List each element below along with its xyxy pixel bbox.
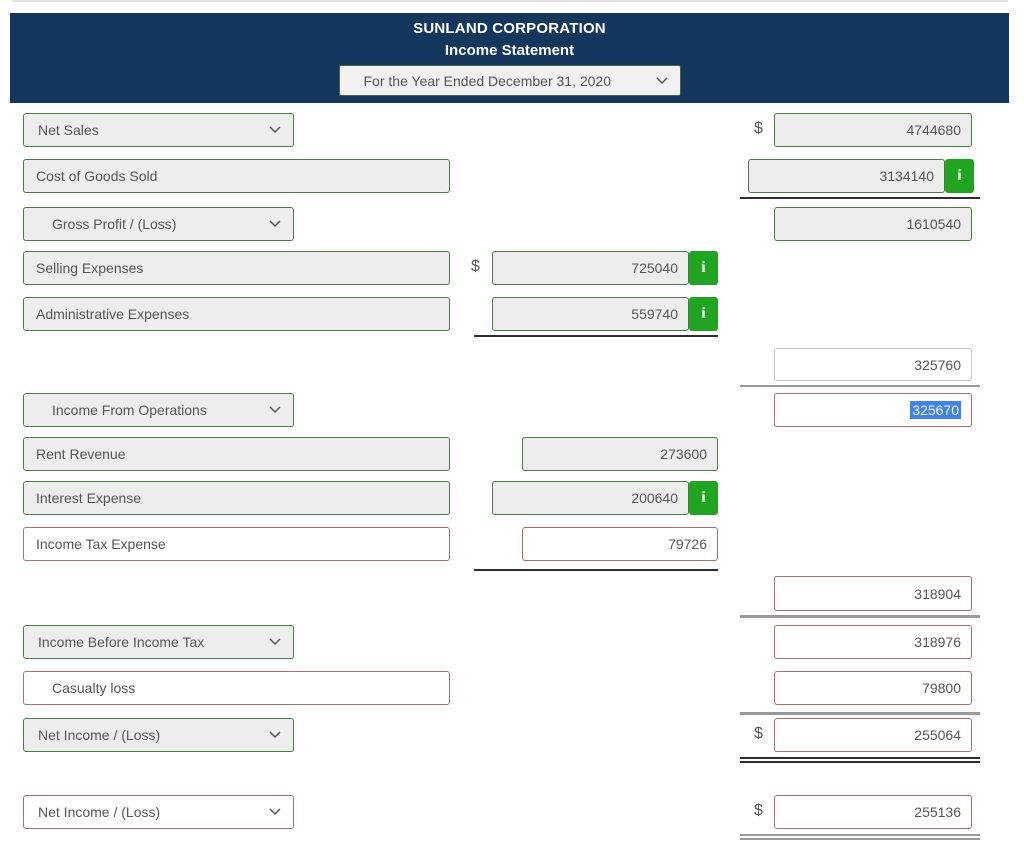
info-icon: i — [701, 489, 706, 506]
income-from-operations-select[interactable]: Income From Operations — [23, 393, 294, 427]
double-rule-top — [740, 757, 980, 759]
income-from-operations-amount-input[interactable]: 325670 — [774, 393, 972, 427]
total-operating-expenses-amount-input[interactable] — [774, 348, 972, 381]
statement-title: Income Statement — [444, 42, 575, 59]
income-tax-expense-label-input[interactable] — [23, 527, 450, 561]
company-name: SUNLAND CORPORATION — [413, 20, 606, 37]
info-button[interactable]: i — [945, 159, 974, 193]
income-before-income-tax-amount-input[interactable] — [774, 625, 972, 659]
info-icon: i — [957, 167, 962, 184]
income-from-operations-select-value: Income From Operations — [52, 402, 207, 418]
chevron-down-icon — [269, 808, 281, 816]
cost-of-goods-sold-label-input[interactable] — [23, 159, 450, 193]
gross-profit-select-value: Gross Profit / (Loss) — [52, 216, 177, 232]
casualty-loss-label-input[interactable] — [23, 671, 450, 705]
chevron-down-icon — [655, 76, 668, 84]
income-tax-expense-amount-input[interactable] — [522, 527, 718, 561]
currency-symbol: $ — [754, 725, 763, 742]
double-rule-bottom — [740, 838, 980, 840]
currency-symbol: $ — [471, 258, 480, 275]
top-divider — [12, 0, 1008, 2]
net-income-check-select[interactable]: Net Income / (Loss) — [23, 795, 294, 829]
single-rule — [740, 197, 980, 199]
interest-expense-amount-input[interactable] — [492, 481, 689, 515]
currency-symbol: $ — [754, 802, 763, 819]
single-rule — [740, 615, 980, 618]
administrative-expenses-label-input[interactable] — [23, 297, 450, 331]
selected-text: 325670 — [910, 401, 961, 419]
single-rule — [474, 569, 718, 571]
info-icon: i — [701, 259, 706, 276]
income-before-income-tax-select-value: Income Before Income Tax — [38, 634, 205, 650]
chevron-down-icon — [269, 126, 281, 134]
gross-profit-select[interactable]: Gross Profit / (Loss) — [23, 207, 294, 241]
administrative-expenses-amount-input[interactable] — [492, 297, 689, 331]
statement-header: SUNLAND CORPORATION Income Statement For… — [10, 13, 1009, 103]
info-icon: i — [701, 305, 706, 322]
net-income-select-value: Net Income / (Loss) — [38, 727, 161, 743]
chevron-down-icon — [269, 731, 281, 739]
income-before-income-tax-select[interactable]: Income Before Income Tax — [23, 625, 294, 659]
net-sales-select[interactable]: Net Sales — [23, 113, 294, 147]
info-button[interactable]: i — [689, 251, 718, 285]
info-button[interactable]: i — [689, 297, 718, 331]
info-button[interactable]: i — [689, 481, 718, 515]
other-items-subtotal-amount-input[interactable] — [774, 576, 972, 611]
net-income-check-select-value: Net Income / (Loss) — [38, 804, 161, 820]
net-income-select[interactable]: Net Income / (Loss) — [23, 718, 294, 752]
single-rule — [474, 335, 718, 337]
period-select-value: For the Year Ended December 31, 2020 — [363, 72, 612, 89]
period-select[interactable]: For the Year Ended December 31, 2020 — [338, 65, 681, 96]
single-rule — [740, 385, 980, 387]
chevron-down-icon — [269, 406, 281, 414]
single-rule — [740, 712, 980, 715]
interest-expense-label-input[interactable] — [23, 481, 450, 515]
rent-revenue-amount-input[interactable] — [522, 437, 718, 471]
gross-profit-amount-input[interactable] — [774, 207, 972, 241]
double-rule-top — [740, 834, 980, 836]
double-rule-bottom — [740, 761, 980, 763]
selling-expenses-label-input[interactable] — [23, 251, 450, 285]
net-income-check-amount-input[interactable] — [774, 795, 972, 829]
cost-of-goods-sold-amount-input[interactable] — [748, 159, 945, 193]
currency-symbol: $ — [754, 120, 763, 137]
chevron-down-icon — [269, 220, 281, 228]
net-income-amount-input[interactable] — [774, 718, 972, 752]
net-sales-amount-input[interactable] — [774, 113, 972, 147]
casualty-loss-amount-input[interactable] — [774, 671, 972, 705]
chevron-down-icon — [269, 638, 281, 646]
rent-revenue-label-input[interactable] — [23, 437, 450, 471]
selling-expenses-amount-input[interactable] — [492, 251, 689, 285]
net-sales-select-value: Net Sales — [38, 122, 99, 138]
